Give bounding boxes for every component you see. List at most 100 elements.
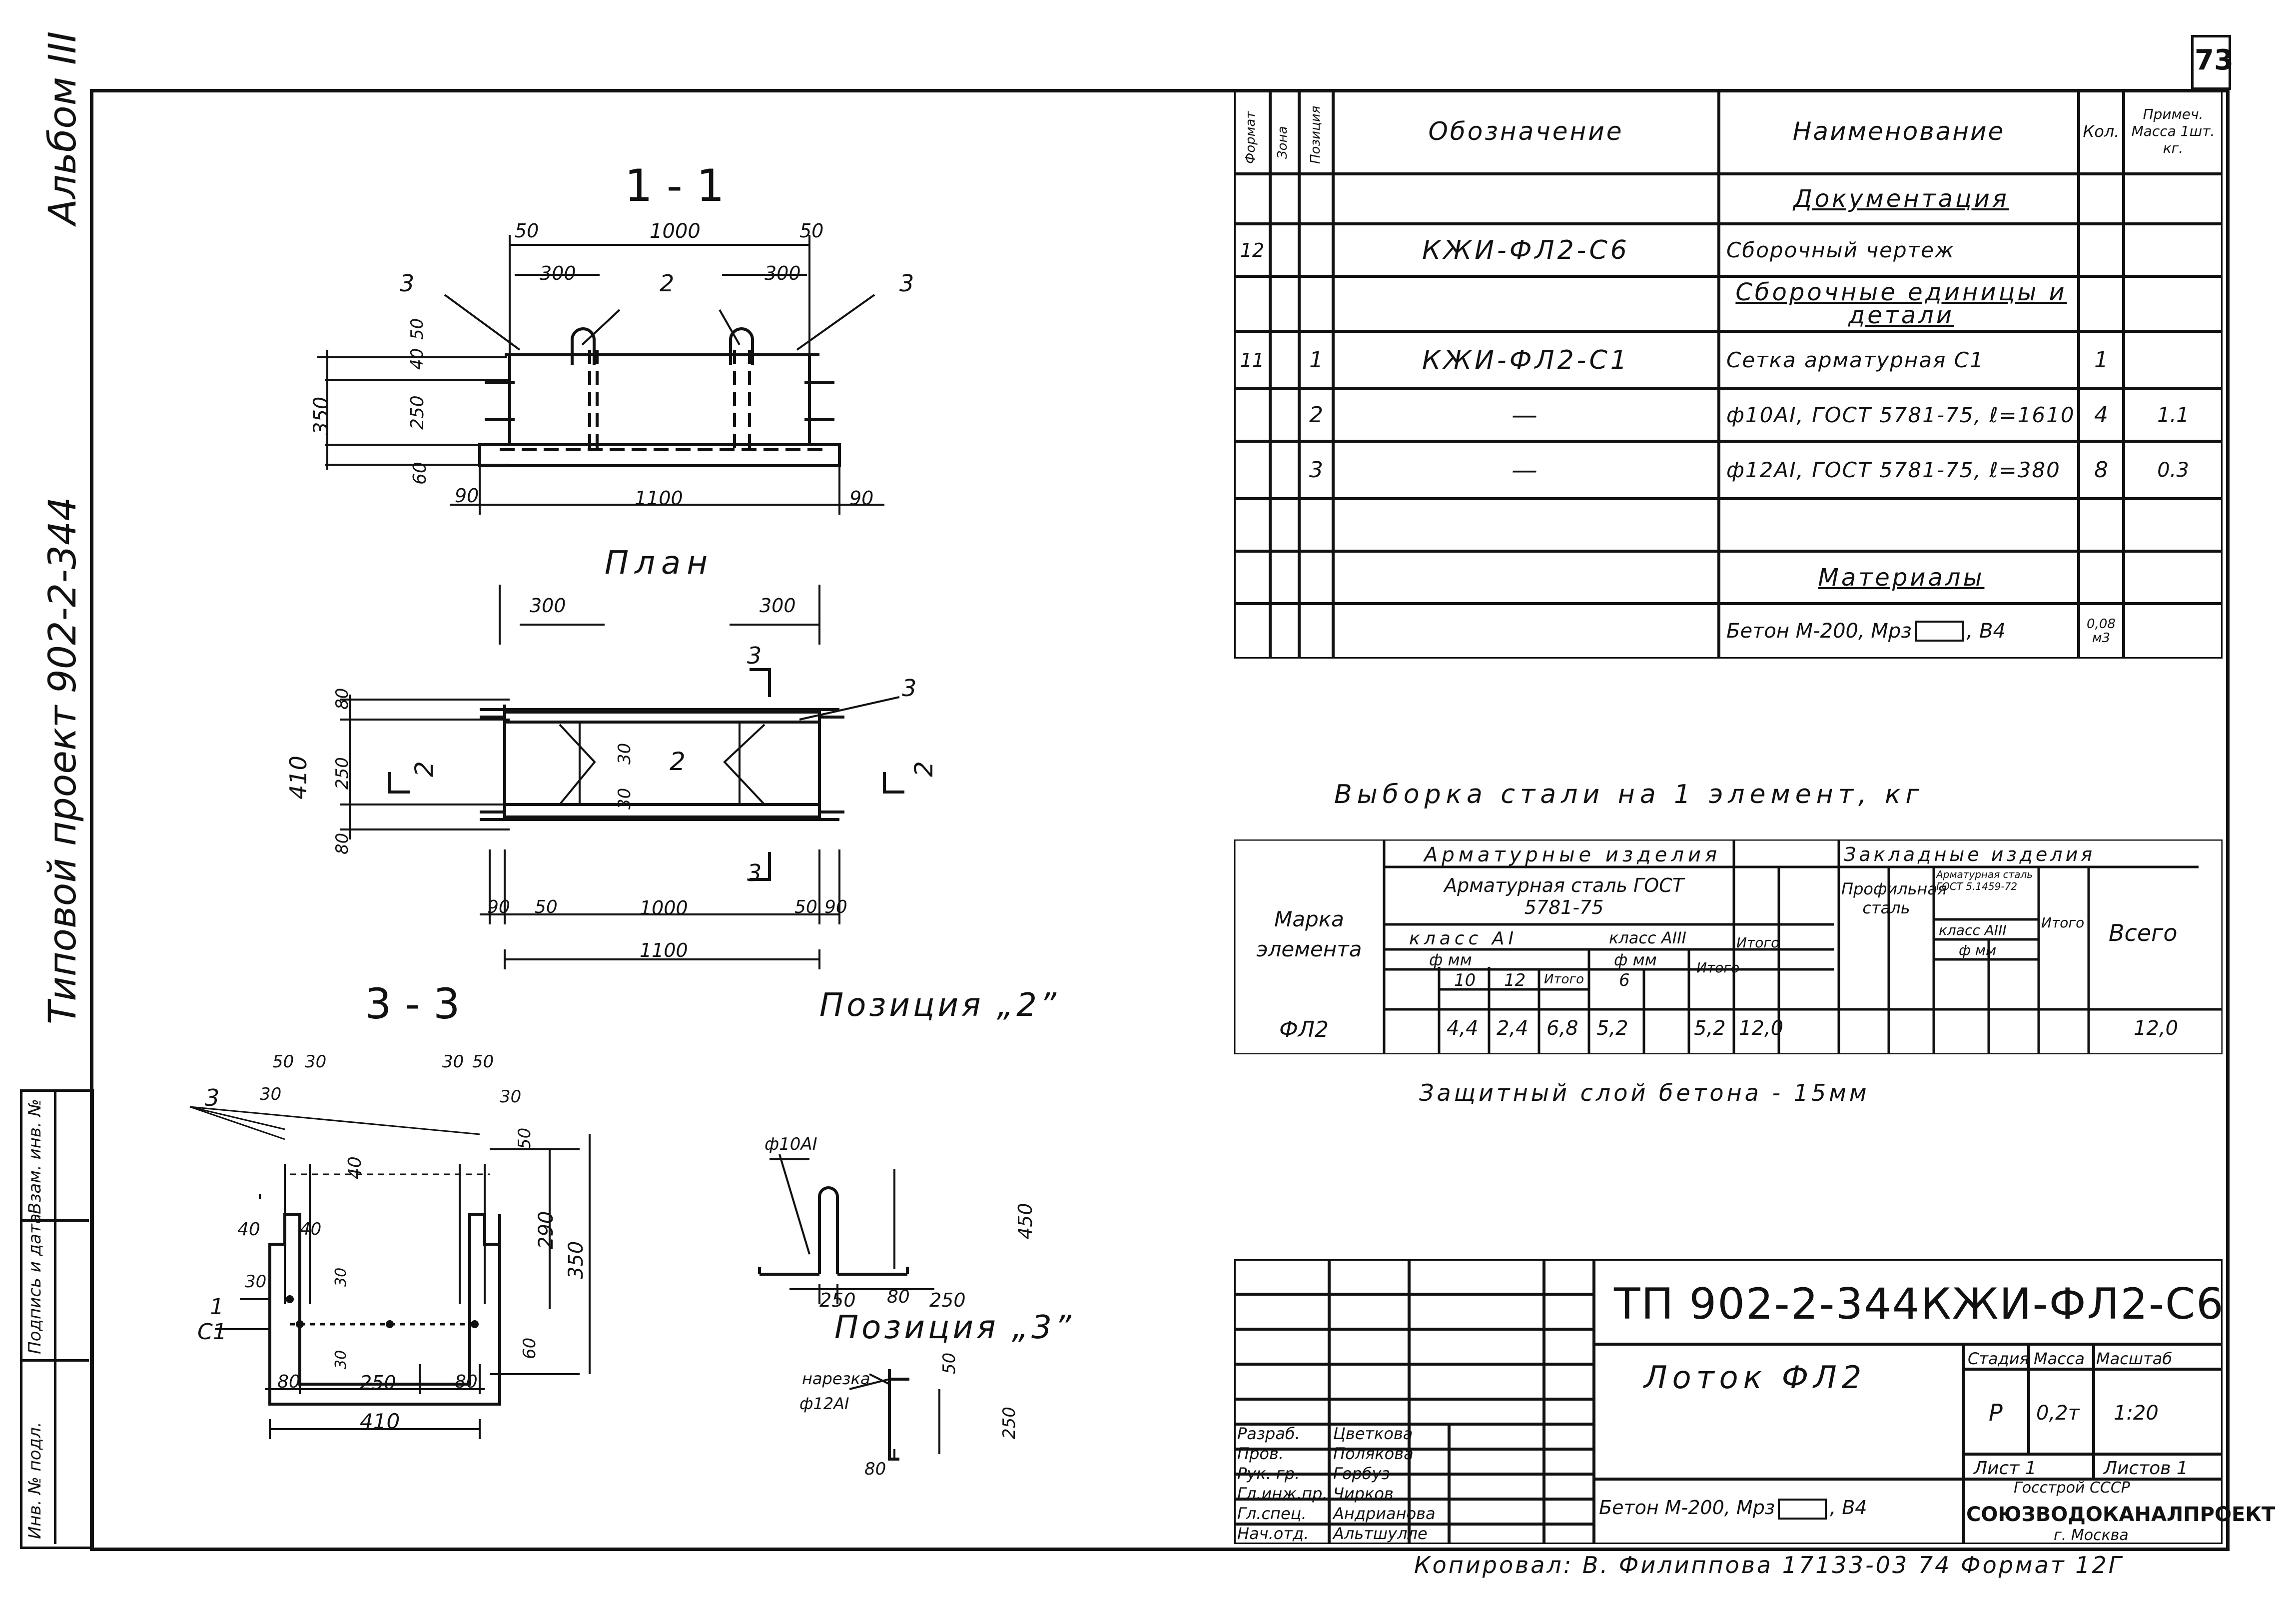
s33-dim-290: 290 [535,1211,558,1249]
s33-dim-30f: 30 [332,1267,350,1287]
spec-note: 0.3 [2157,458,2189,482]
stamp-person: Чирков [1333,1484,1394,1503]
spec-name: ф12АI, ГОСТ 5781-75, ℓ=380 [1726,458,2061,482]
plan-dim-1100: 1100 [640,939,688,961]
plan-dim-90b: 90 [824,897,847,917]
spec-qty [2079,224,2124,276]
steel-v10: 4,4 [1447,1017,1479,1040]
s33-dim-250: 250 [360,1372,396,1394]
stamp-role: Разраб. [1237,1424,1300,1443]
page-number: 73 [2195,44,2234,76]
pos-3-right: 3 [899,270,914,297]
left-stamp-box [20,1089,94,1549]
stamp-person: Полякова [1333,1444,1414,1463]
spec-pos [1299,604,1333,659]
plan-dim-90a: 90 [487,897,510,917]
stamp-person: Альтшулле [1333,1524,1428,1543]
s33-dim-80b: 80 [455,1372,478,1392]
steel-grid [1234,839,2223,1054]
scale-header: Масштаб [2096,1349,2173,1368]
steel-h-profile: Профильная сталь [1841,879,1947,917]
spec-format: 12 [1240,239,1265,261]
spec-name [1726,499,2076,551]
steel-h-arm: Арматурные изделия [1424,843,1721,866]
s33-dim-30a: 30 [305,1052,327,1072]
stamp-person: Цветкова [1333,1424,1413,1443]
spec-note [2124,551,2223,604]
steel-h-mark: Марка элемента [1256,907,1362,961]
spec-format [1234,604,1270,659]
pos3-bar: ф12АI [799,1394,849,1413]
spec-format [1234,441,1270,499]
section-3-3-title: 3 - 3 [365,979,460,1028]
spec-qty [2079,276,2124,331]
plan-dim-50a: 50 [535,897,558,917]
dim-60-v: 60 [410,462,430,485]
footer-copied: Копировал: В. Филиппова 17133-03 74 Форм… [1414,1552,2124,1579]
plan-dim-30b: 30 [615,788,635,809]
mass-header: Масса [2034,1349,2085,1368]
s33-dim-60: 60 [520,1337,540,1359]
dim-350-v: 350 [310,396,333,435]
s33-dim-30e: 30 [245,1272,267,1292]
spec-h-zone: Зона [1275,126,1290,159]
steel-v6: 5,2 [1596,1017,1628,1040]
frost-box [1914,621,1964,642]
spec-name: Сборочный чертеж [1726,238,1955,262]
steel-h-10: 10 [1454,970,1476,990]
plan-cut-3-top: 3 [747,642,762,669]
stage-value: Р [1989,1399,2003,1426]
steel-h-12: 12 [1504,970,1526,990]
spec-h-format: Формат [1243,111,1258,164]
stamp-role: Пров. [1237,1444,1284,1463]
pos2-dim-80: 80 [887,1287,910,1307]
steel-it3: 12,0 [1739,1017,1784,1040]
steel-it2: 5,2 [1694,1017,1726,1040]
plan-dim-250: 250 [332,757,352,790]
spec-format [1234,276,1270,331]
spec-format [1234,499,1270,551]
s33-dim-30d: 30 [500,1087,522,1107]
position-3-shape [849,1369,940,1461]
spec-note [2124,499,2223,551]
spec-format: 11 [1240,349,1265,371]
s33-dim-30g: 30 [332,1350,350,1369]
frost-box [1778,1498,1827,1520]
plan-dim-300a: 300 [530,595,566,617]
spec-pos: 3 [1309,457,1323,483]
spec-qty: 1 [2094,347,2108,373]
steel-title: Выборка стали на 1 элемент, кг [1334,780,1924,809]
title-block: ТП 902-2-344КЖИ-ФЛ2-С6 Лоток ФЛ2 Бетон М… [1234,1259,2275,1544]
s33-dim-350: 350 [565,1241,588,1279]
steel-h-class3: класс АIII [1609,928,1686,947]
drawings [189,235,940,1461]
spec-designation [1333,276,1719,331]
spec-table: Формат Зона Позиция Обозначение Наименов… [1234,89,2223,659]
plan-dim-410: 410 [285,756,312,800]
spec-heading: Сборочные единицы и детали [1735,278,2067,329]
spec-designation: — [1512,400,1540,430]
spec-format [1234,551,1270,604]
plan-dim-80a: 80 [332,688,352,710]
pos3-dim-80: 80 [864,1459,886,1479]
pos2-dim-450: 450 [1014,1203,1036,1239]
pos-2: 2 [660,270,675,297]
spec-designation [1333,604,1719,659]
dim-50a: 50 [515,220,539,242]
dim-90a: 90 [455,485,479,507]
s33-dim-410: 410 [360,1409,400,1434]
spec-h-qty: Кол. [2083,122,2120,141]
steel-h-phi2: ф мм [1614,950,1657,969]
s33-c1: С1 [197,1319,227,1345]
position-2-shape [758,1154,934,1304]
spec-pos [1299,224,1333,276]
spec-note [2124,224,2223,276]
spec-pos [1299,551,1333,604]
org-ministry: Госстрой СССР [2014,1479,2130,1497]
plan-cut-2-right: 2 [909,761,938,777]
pos2-title: Позиция „2” [819,987,1059,1024]
s33-dim-50a: 50 [272,1052,294,1072]
pos3-dim-50: 50 [939,1352,959,1374]
steel-h-armsteel2: Арматурная сталь ГОСТ 5.1459-72 [1936,868,2033,892]
steel-mark: ФЛ2 [1279,1017,1329,1042]
